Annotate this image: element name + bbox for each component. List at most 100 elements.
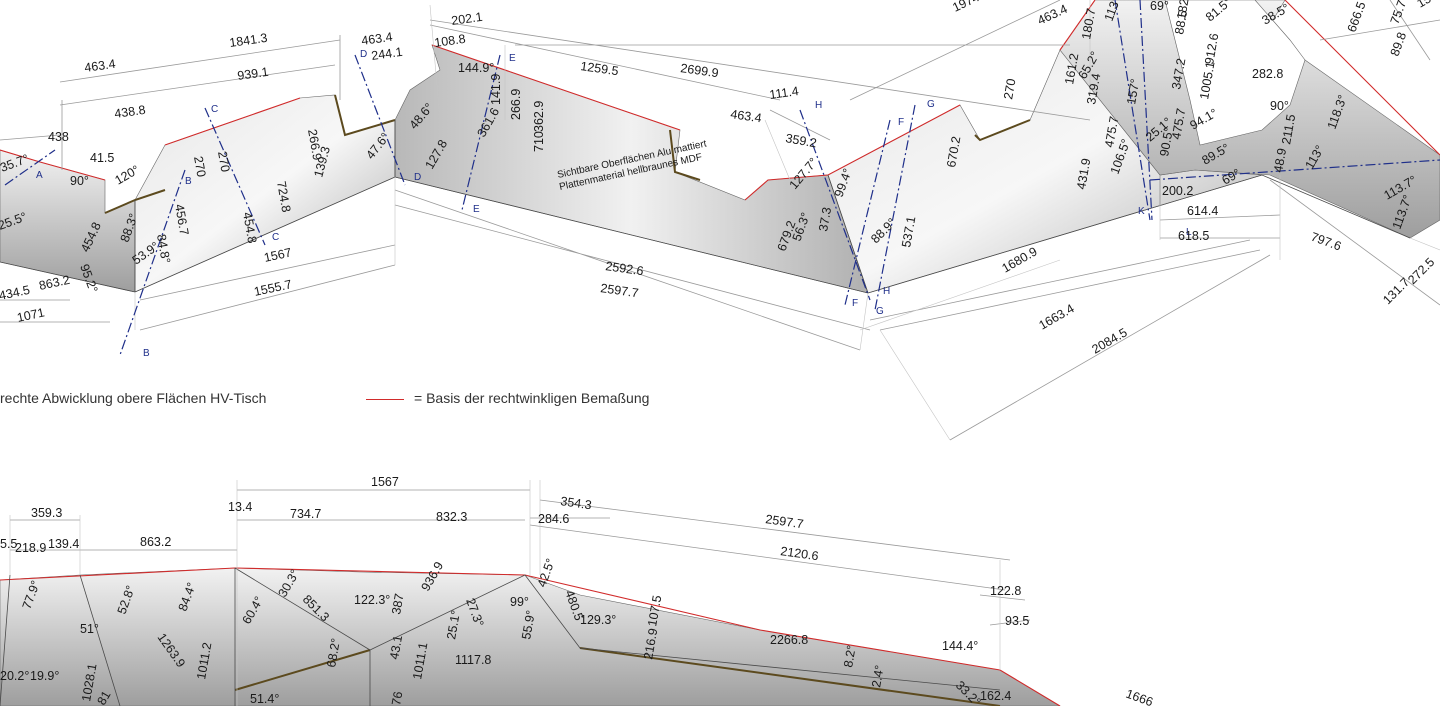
bottom-dimension-label: 99° bbox=[510, 595, 529, 609]
cut-label-k: K bbox=[1138, 206, 1145, 217]
bottom-dimension-label: 144.4° bbox=[942, 639, 978, 653]
cut-label-d-upper: D bbox=[360, 49, 367, 60]
top-dimension-label: 434.5 bbox=[0, 283, 31, 303]
bottom-dimension-label: 8.2° bbox=[841, 644, 859, 668]
top-dimension-label: 1005.1 bbox=[1197, 60, 1217, 100]
top-dimension-label: 939.1 bbox=[236, 65, 269, 83]
top-dimension-label: 48.9 bbox=[1271, 147, 1289, 173]
top-dimension-label: 75.7 bbox=[1388, 0, 1409, 26]
bottom-dimension-label: 1028.1 bbox=[79, 662, 99, 702]
top-dimension-label: 182.2 bbox=[1174, 0, 1193, 21]
top-dimension-label: 141.9 bbox=[489, 74, 503, 105]
top-dimension-label: 202.1 bbox=[450, 10, 483, 28]
top-dimension-label: 108.8 bbox=[433, 32, 466, 50]
top-dimension-label: 666.5 bbox=[1345, 0, 1369, 34]
legend-basis-label: = Basis der rechtwinkligen Bemaßung bbox=[414, 390, 650, 406]
cut-label-e-lower: E bbox=[473, 204, 480, 215]
top-dimension-label: 319.4 bbox=[1084, 72, 1103, 105]
cut-label-a: A bbox=[36, 170, 43, 181]
top-dimension-label: 1567 bbox=[263, 245, 293, 264]
bottom-fold-edges bbox=[0, 567, 1001, 706]
top-dimension-label: 456.7 bbox=[172, 203, 191, 236]
cut-line-h bbox=[799, 109, 871, 301]
cut-line-l bbox=[1149, 159, 1440, 181]
bottom-dimension-label: 1117.8 bbox=[455, 653, 491, 667]
bottom-dimension-label: 387 bbox=[389, 593, 406, 616]
cut-label-b-lower: B bbox=[143, 348, 150, 359]
top-dimension-label: 1974.2 bbox=[950, 0, 991, 15]
bottom-dimension-label: 42.5° bbox=[535, 557, 558, 589]
top-dimension-label: 475.7 bbox=[1102, 115, 1121, 148]
cut-label-f-upper: F bbox=[898, 117, 904, 128]
top-dimension-label: 618.5 bbox=[1178, 229, 1209, 243]
bottom-dimension-label: 55.9° bbox=[519, 609, 538, 640]
top-dimension-label: 362.9 bbox=[532, 101, 546, 132]
bottom-dimension-label: 81 bbox=[94, 688, 113, 706]
bottom-dimension-label: 20.2° bbox=[0, 669, 29, 683]
top-dimension-label: 475.7 bbox=[1169, 107, 1188, 140]
bottom-dimension-label: 1011.2 bbox=[194, 641, 214, 680]
bottom-dimension-label: 863.2 bbox=[140, 535, 171, 549]
top-dimension-label: 912.6 bbox=[1202, 32, 1221, 65]
bottom-dimension-label: 19.9° bbox=[30, 669, 59, 683]
bottom-red-basis bbox=[0, 567, 1061, 706]
bottom-dimension-label: 5.5 bbox=[0, 537, 17, 551]
bottom-dimension-label: 93.5 bbox=[1005, 614, 1029, 628]
top-dimension-label: 120° bbox=[113, 163, 142, 188]
top-dimension-label: 270 bbox=[215, 150, 232, 173]
top-dimension-label: 1663.4 bbox=[1037, 301, 1077, 332]
top-dimension-label: 463.4 bbox=[1035, 2, 1069, 28]
cut-label-h-lower: H bbox=[883, 286, 890, 297]
bottom-dimension-label: 1011.1 bbox=[410, 641, 430, 680]
top-dimension-label: 144.9° bbox=[458, 61, 494, 75]
bottom-dimension-label: 2.4° bbox=[869, 664, 887, 688]
bottom-dimension-label: 2266.8 bbox=[770, 633, 808, 647]
bottom-dimension-label: 1567 bbox=[371, 475, 399, 489]
top-dimension-label: 200.2 bbox=[1162, 184, 1193, 198]
top-dimension-label: 211.5 bbox=[1279, 113, 1298, 145]
bottom-dimension-label: 76 bbox=[389, 690, 405, 706]
top-dimension-label: 157° bbox=[1124, 78, 1142, 106]
bottom-dimension-label: 354.3 bbox=[560, 494, 593, 512]
bottom-dimension-label: 216.9 bbox=[641, 627, 660, 660]
top-dimension-label: 90.5° bbox=[1157, 126, 1176, 157]
top-dimension-label: 347.2 bbox=[1169, 57, 1188, 90]
top-dimension-label: 431.9 bbox=[1074, 157, 1093, 190]
cut-label-b-upper: B bbox=[185, 176, 192, 187]
bottom-dimension-label: 43.1 bbox=[387, 634, 405, 660]
cut-line-f bbox=[844, 119, 891, 306]
top-dimension-label: 463.4 bbox=[360, 30, 393, 48]
cut-label-f-lower: F bbox=[852, 298, 858, 309]
top-dimension-label: 244.1 bbox=[370, 45, 403, 63]
top-dimension-label: 359.2 bbox=[784, 131, 817, 150]
cut-line-a bbox=[4, 149, 56, 186]
top-dimension-label: 90° bbox=[70, 174, 89, 188]
bottom-dimension-label: 129.3° bbox=[580, 613, 616, 627]
bottom-dimension-label: 359.3 bbox=[31, 506, 62, 520]
top-dimension-label: 438.8 bbox=[113, 103, 146, 121]
red-line-swatch bbox=[366, 398, 404, 400]
top-dimension-label: 89.8 bbox=[1388, 30, 1409, 58]
top-dimension-label: 270 bbox=[191, 155, 208, 178]
cut-label-g-upper: G bbox=[927, 99, 935, 110]
top-dimension-label: 1841.3 bbox=[228, 31, 268, 50]
bottom-dimension-label: 1666 bbox=[1124, 687, 1155, 706]
bottom-dimension-label: 218.9 bbox=[15, 541, 46, 555]
bottom-dimension-label: 284.6 bbox=[538, 512, 569, 526]
top-dimension-label: 1259.5 bbox=[580, 59, 620, 78]
top-dimension-label: 463.4 bbox=[730, 107, 763, 125]
cut-line-e bbox=[461, 54, 501, 211]
top-dimension-label: 454.8 bbox=[240, 211, 259, 244]
top-dimension-label: 2592.6 bbox=[605, 259, 645, 278]
top-dimension-label: 463.4 bbox=[83, 57, 116, 75]
top-dimension-label: 88.5 bbox=[1172, 9, 1190, 35]
top-dimension-label: 2597.7 bbox=[600, 281, 640, 300]
cut-label-c-upper: C bbox=[211, 104, 218, 115]
top-dimension-label: 270 bbox=[1001, 78, 1018, 101]
top-dimension-label: 111.4 bbox=[768, 84, 799, 102]
fold-edges bbox=[0, 120, 1411, 294]
top-dimension-label: 537.1 bbox=[899, 215, 918, 248]
bottom-dimension-label: 734.7 bbox=[290, 507, 321, 521]
top-dimension-label: 863.2 bbox=[38, 273, 72, 293]
